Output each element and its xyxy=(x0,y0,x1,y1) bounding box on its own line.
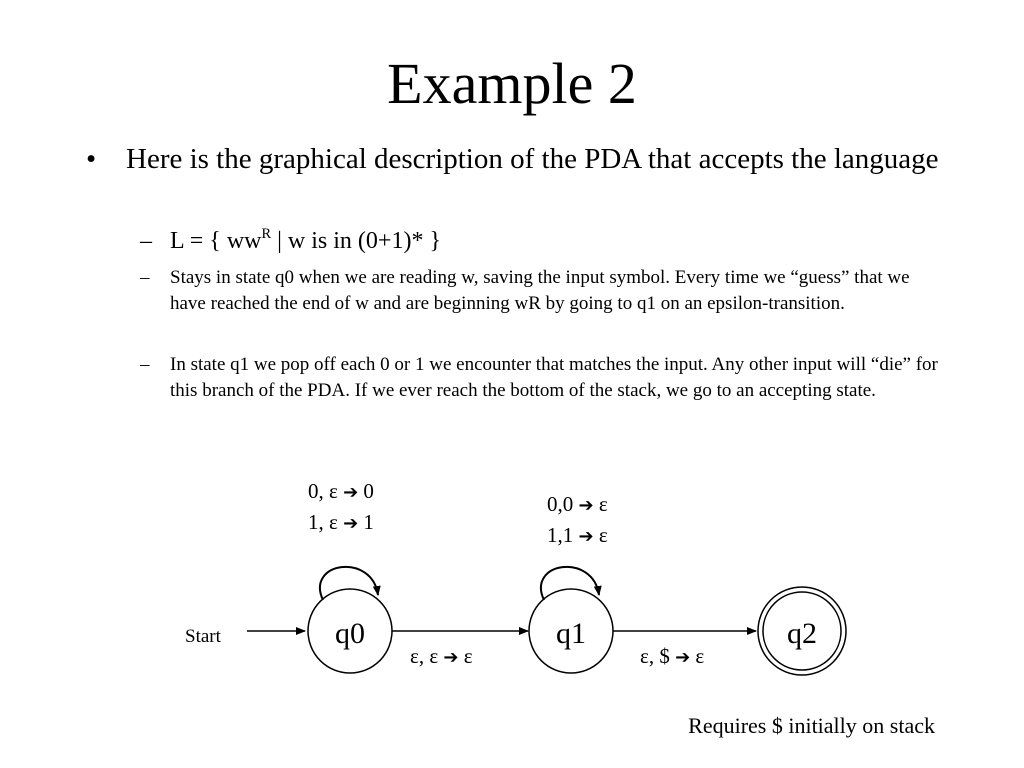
dash-marker: – xyxy=(140,228,152,254)
explanation-point-2: – In state q1 we pop off each 0 or 1 we … xyxy=(140,352,940,404)
language-definition: – L = { wwR | w is in (0+1)* } xyxy=(140,226,940,256)
footnote: Requires $ initially on stack xyxy=(688,713,935,738)
pda-state-diagram: Start q0 q1 q2 0, ε ➔ 0 1, ε ➔ 1 0,0 ➔ ε… xyxy=(185,479,847,676)
transition-label-q0-q1: ε, ε ➔ ε xyxy=(410,644,473,668)
self-loop-q1 xyxy=(540,565,602,601)
state-label-q1: q1 xyxy=(556,617,586,650)
explanation-point-1: – Stays in state q0 when we are reading … xyxy=(140,265,940,317)
transition-label-q1-q2: ε, $ ➔ ε xyxy=(640,644,704,668)
loop-label-q1-line2: 1,1 ➔ ε xyxy=(547,523,608,547)
state-q2: q2 xyxy=(757,586,847,676)
language-superscript: R xyxy=(261,225,272,242)
dash-marker: – xyxy=(140,267,150,288)
loop-label-q0-line1: 0, ε ➔ 0 xyxy=(308,479,374,503)
language-suffix: | w is in (0+1)* } xyxy=(271,228,441,254)
main-bullet: • Here is the graphical description of t… xyxy=(86,140,946,178)
start-label: Start xyxy=(185,626,222,647)
explanation-text-2: In state q1 we pop off each 0 or 1 we en… xyxy=(170,354,938,401)
state-q1: q1 xyxy=(528,588,614,674)
explanation-text-1: Stays in state q0 when we are reading w,… xyxy=(170,267,910,314)
main-bullet-text: Here is the graphical description of the… xyxy=(126,143,939,175)
state-label-q2: q2 xyxy=(787,617,817,650)
state-q0: q0 xyxy=(307,588,393,674)
dash-marker: – xyxy=(140,354,150,375)
loop-label-q1-line1: 0,0 ➔ ε xyxy=(547,492,608,516)
loop-label-q0-line2: 1, ε ➔ 1 xyxy=(308,510,374,534)
slide-title: Example 2 xyxy=(387,51,637,116)
bullet-marker: • xyxy=(86,143,97,175)
self-loop-q0 xyxy=(319,565,381,601)
state-label-q0: q0 xyxy=(335,617,365,650)
language-prefix: L = { ww xyxy=(170,228,262,254)
